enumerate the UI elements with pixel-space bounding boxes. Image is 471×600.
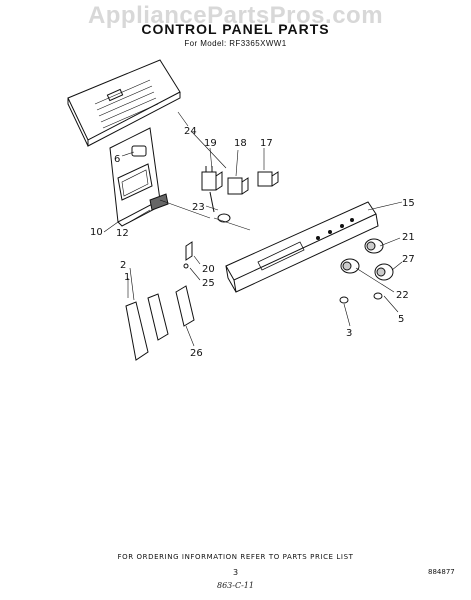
part-number-labels: 24 6 10 12 19 18 17 23 15 21 27 22 5 3 2…	[90, 126, 415, 359]
label-27: 27	[402, 254, 415, 265]
label-17: 17	[260, 138, 273, 149]
part-23	[209, 191, 231, 223]
label-23: 23	[192, 202, 205, 213]
label-1: 1	[124, 272, 130, 283]
model-number: For Model: RF3365XWW1	[184, 39, 287, 48]
ordering-info-footer: FOR ORDERING INFORMATION REFER TO PARTS …	[117, 553, 354, 561]
switch-17	[257, 171, 279, 187]
knob-27	[374, 263, 394, 281]
label-22: 22	[396, 290, 409, 301]
label-26: 26	[190, 348, 203, 359]
label-12: 12	[116, 228, 129, 239]
label-19: 19	[204, 138, 217, 149]
label-24: 24	[184, 126, 197, 137]
watermark: AppliancePartsPros.com	[87, 2, 384, 29]
side-trim-1	[125, 301, 149, 361]
clip-25	[183, 263, 189, 269]
side-trim-2	[147, 293, 169, 341]
label-3: 3	[346, 328, 352, 339]
leader-lines	[103, 111, 403, 347]
part-3	[339, 296, 349, 304]
label-21: 21	[402, 232, 415, 243]
label-15: 15	[402, 198, 415, 209]
document-number: 884877	[428, 568, 455, 576]
label-6: 6	[114, 154, 120, 165]
knob-21	[364, 238, 384, 254]
page-title: CONTROL PANEL PARTS	[141, 21, 330, 37]
label-2: 2	[120, 260, 126, 271]
knob-22	[340, 258, 360, 274]
label-5: 5	[398, 314, 404, 325]
handwritten-note: 863-C-11	[217, 581, 254, 590]
end-cap-26	[175, 285, 195, 327]
label-20: 20	[202, 264, 215, 275]
clock-assembly-6-10-12	[109, 127, 169, 227]
part-5	[373, 292, 383, 300]
backguard-panel-24	[67, 59, 181, 147]
label-18: 18	[234, 138, 247, 149]
page-number: 3	[232, 568, 239, 577]
label-10: 10	[90, 227, 103, 238]
control-panel-15	[225, 201, 379, 293]
switch-18	[227, 177, 249, 195]
clip-20	[185, 241, 193, 261]
label-25: 25	[202, 278, 215, 289]
